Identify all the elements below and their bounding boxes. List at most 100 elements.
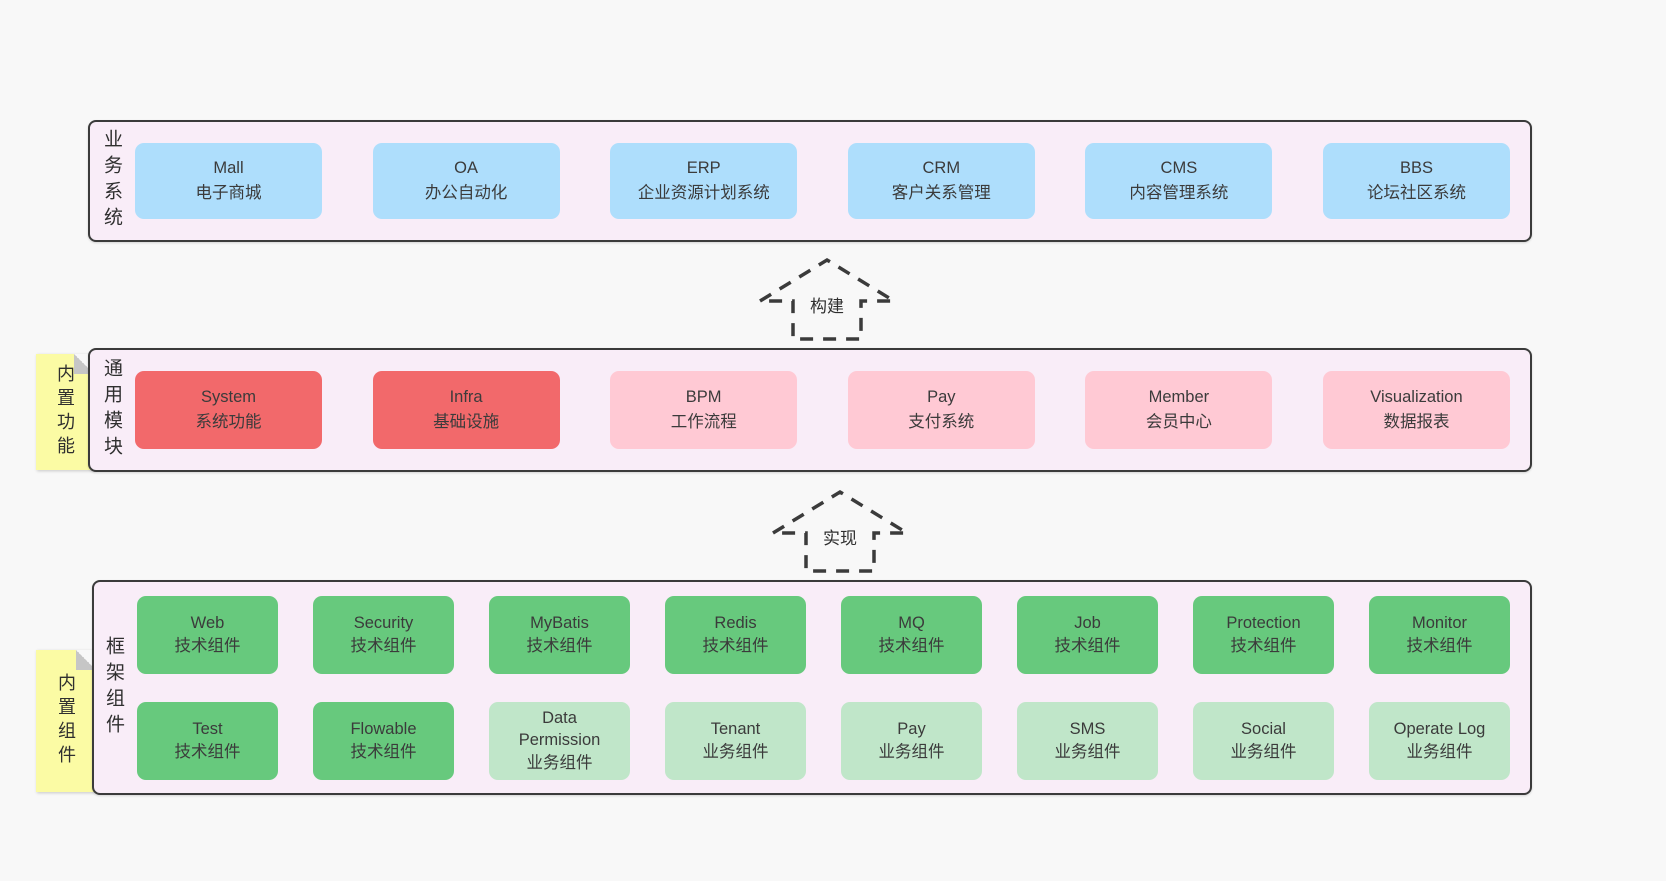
box-zh-label: 技术组件 (1230, 636, 1297, 655)
box-zh-label: 会员中心 (1145, 413, 1212, 431)
box-data-permission: Data Permission 业务组件 (489, 701, 630, 780)
box-en-label: ERP (686, 159, 721, 178)
framework-row-2: Test 技术组件 Flowable 技术组件 Data Permission … (137, 701, 1510, 780)
tag-built-in-components: 内置组件 (36, 650, 96, 792)
box-en-label: BBS (1399, 159, 1433, 178)
box-en-label: SMS (1069, 720, 1106, 739)
box-zh-label: 技术组件 (702, 636, 769, 655)
box-cms: CMS 内容管理系统 (1085, 143, 1273, 219)
box-zh-label: 技术组件 (878, 636, 945, 655)
box-sms: SMS 业务组件 (1017, 701, 1158, 780)
box-tenant: Tenant 业务组件 (665, 701, 806, 780)
box-en-label: CMS (1160, 159, 1198, 178)
box-zh-label: 业务组件 (526, 753, 593, 772)
box-en-label: Member (1148, 388, 1210, 407)
arrow-up-icon (759, 257, 897, 341)
box-mq: MQ 技术组件 (841, 595, 982, 674)
box-visualization: Visualization 数据报表 (1322, 371, 1510, 449)
box-zh-label: 技术组件 (1406, 636, 1473, 655)
arrow-up-icon (772, 489, 910, 573)
box-zh-label: 技术组件 (1054, 636, 1121, 655)
module-boxes: System 系统功能 Infra 基础设施 BPM 工作流程 Pay 支付系统… (135, 371, 1510, 449)
framework-rows: Web 技术组件 Security 技术组件 MyBatis 技术组件 Redi… (137, 595, 1510, 780)
box-member: Member 会员中心 (1085, 371, 1273, 449)
box-job: Job 技术组件 (1017, 595, 1158, 674)
box-zh-label: 支付系统 (908, 413, 975, 431)
box-en-label: Infra (449, 388, 483, 407)
tag-label: 内置组件 (56, 673, 76, 769)
box-protection: Protection 技术组件 (1193, 595, 1334, 674)
box-zh-label: 内容管理系统 (1129, 184, 1229, 202)
box-en-label: OA (454, 159, 479, 178)
box-zh-label: 系统功能 (195, 413, 262, 431)
box-en-label: Job (1074, 614, 1101, 633)
tag-label: 内置功能 (55, 364, 75, 460)
box-pay-component: Pay 业务组件 (841, 701, 982, 780)
box-en-label: Mall (213, 159, 244, 178)
box-en-label: Flowable (350, 720, 417, 739)
box-en-label: CRM (922, 159, 961, 178)
box-zh-label: 办公自动化 (424, 184, 508, 202)
box-zh-label: 业务组件 (1230, 742, 1297, 761)
box-zh-label: 业务组件 (702, 742, 769, 761)
box-zh-label: 业务组件 (878, 742, 945, 761)
box-operate-log: Operate Log 业务组件 (1369, 701, 1510, 780)
box-redis: Redis 技术组件 (665, 595, 806, 674)
band-framework-label: 框架组件 (103, 635, 124, 740)
business-boxes: Mall 电子商城 OA 办公自动化 ERP 企业资源计划系统 CRM 客户关系… (135, 143, 1510, 219)
implement-arrow-label: 实现 (820, 524, 860, 549)
box-en-label: Test (192, 720, 223, 739)
box-crm: CRM 客户关系管理 (847, 143, 1035, 219)
box-en-label: Web (190, 614, 225, 633)
box-zh-label: 技术组件 (174, 742, 241, 761)
framework-row-1: Web 技术组件 Security 技术组件 MyBatis 技术组件 Redi… (137, 595, 1510, 674)
box-web: Web 技术组件 (137, 595, 278, 674)
box-bbs: BBS 论坛社区系统 (1322, 143, 1510, 219)
box-bpm: BPM 工作流程 (610, 371, 798, 449)
box-monitor: Monitor 技术组件 (1369, 595, 1510, 674)
box-en-label: Data Permission (518, 709, 601, 750)
box-zh-label: 客户关系管理 (891, 184, 991, 202)
box-en-label: BPM (685, 388, 722, 407)
box-zh-label: 业务组件 (1054, 742, 1121, 761)
box-zh-label: 业务组件 (1406, 742, 1473, 761)
box-zh-label: 技术组件 (350, 742, 417, 761)
box-security: Security 技术组件 (313, 595, 454, 674)
box-en-label: Visualization (1370, 388, 1463, 407)
box-en-label: Social (1241, 720, 1286, 739)
box-en-label: System (200, 388, 256, 407)
box-test: Test 技术组件 (137, 701, 278, 780)
box-zh-label: 技术组件 (350, 636, 417, 655)
box-social: Social 业务组件 (1193, 701, 1334, 780)
box-zh-label: 电子商城 (195, 184, 262, 202)
tag-built-in-features: 内置功能 (36, 354, 94, 470)
band-common-modules: 通用模块 System 系统功能 Infra 基础设施 BPM 工作流程 Pay… (88, 348, 1532, 472)
box-zh-label: 数据报表 (1383, 413, 1450, 431)
band-business-systems: 业务系统 Mall 电子商城 OA 办公自动化 ERP 企业资源计划系统 CRM… (88, 120, 1532, 242)
box-mall: Mall 电子商城 (135, 143, 322, 219)
box-zh-label: 技术组件 (174, 636, 241, 655)
box-infra: Infra 基础设施 (372, 371, 560, 449)
box-en-label: Monitor (1411, 614, 1468, 633)
box-zh-label: 工作流程 (670, 413, 737, 431)
band-business-label: 业务系统 (101, 129, 122, 233)
box-mybatis: MyBatis 技术组件 (489, 595, 630, 674)
implement-arrow: 实现 (770, 488, 910, 574)
box-en-label: MQ (898, 614, 925, 633)
box-erp: ERP 企业资源计划系统 (610, 143, 798, 219)
box-flowable: Flowable 技术组件 (313, 701, 454, 780)
build-arrow: 构建 (757, 256, 897, 342)
box-oa: OA 办公自动化 (372, 143, 560, 219)
box-en-label: Security (353, 614, 414, 633)
box-zh-label: 企业资源计划系统 (637, 184, 770, 202)
box-en-label: Redis (714, 614, 757, 633)
build-arrow-label: 构建 (807, 292, 847, 317)
box-en-label: Pay (897, 720, 926, 739)
box-zh-label: 论坛社区系统 (1366, 184, 1466, 202)
box-en-label: Pay (927, 388, 956, 407)
box-en-label: MyBatis (530, 614, 589, 633)
box-en-label: Tenant (710, 720, 761, 739)
box-system: System 系统功能 (135, 371, 322, 449)
band-modules-label: 通用模块 (101, 358, 122, 462)
